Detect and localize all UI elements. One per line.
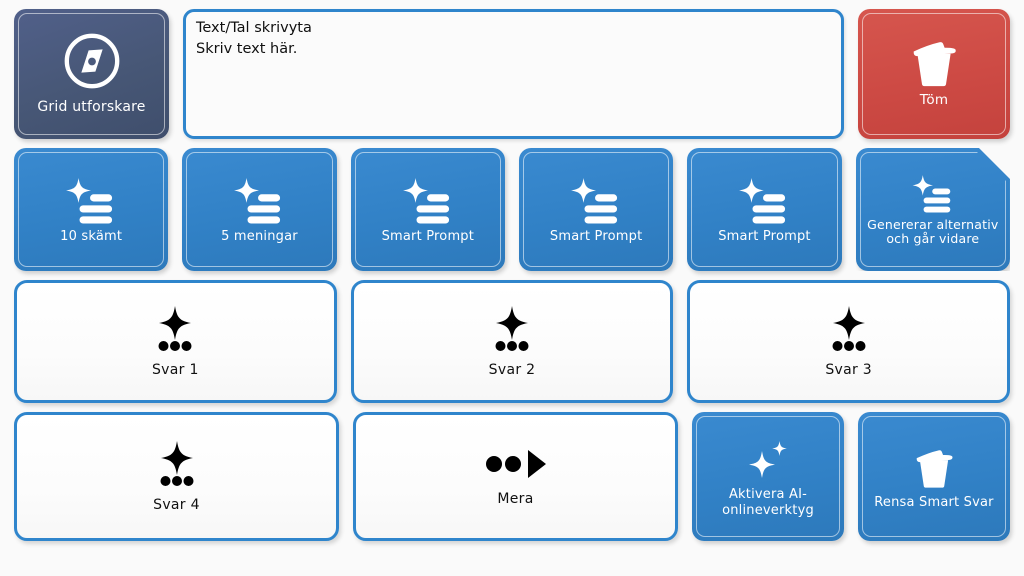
smart-prompt-icon bbox=[737, 177, 791, 224]
smart-prompt-icon bbox=[64, 177, 118, 224]
generate-alternatives-button[interactable]: Genererar alternativ och går vidare bbox=[856, 148, 1010, 271]
prompt-label-2: 5 meningar bbox=[221, 228, 298, 244]
more-button[interactable]: Mera bbox=[353, 412, 678, 541]
answer-card-2[interactable]: Svar 2 bbox=[350, 280, 674, 403]
star-dots-icon bbox=[144, 305, 206, 352]
prompt-label-4: Smart Prompt bbox=[549, 228, 643, 244]
clear-all-label: Töm bbox=[919, 91, 949, 108]
star-dots-icon bbox=[818, 305, 880, 352]
clear-smart-answers-button[interactable]: Rensa Smart Svar bbox=[858, 412, 1010, 541]
smart-prompt-icon bbox=[232, 177, 286, 224]
more-arrow-icon bbox=[483, 447, 549, 481]
answer-label-4: Svar 4 bbox=[153, 496, 200, 513]
smart-prompt-icon bbox=[401, 177, 455, 224]
trash-icon bbox=[908, 39, 960, 87]
grid-explorer-label: Grid utforskare bbox=[37, 98, 146, 115]
smart-prompt-icon bbox=[911, 175, 955, 213]
bottom-row: Svar 4 Mera Aktivera AI-onlineverktyg bbox=[14, 412, 1010, 541]
activate-ai-label: Aktivera AI-onlineverktyg bbox=[722, 487, 814, 518]
compass-icon bbox=[61, 30, 123, 92]
answer-card-1[interactable]: Svar 1 bbox=[14, 280, 337, 403]
generate-alternatives-label: Genererar alternativ och går vidare bbox=[867, 216, 999, 246]
text-speech-input[interactable]: Text/Tal skrivyta Skriv text här. bbox=[183, 9, 844, 139]
sparkles-icon bbox=[745, 439, 791, 481]
prompt-label-1: 10 skämt bbox=[60, 228, 123, 244]
smart-prompt-row: 10 skämt 5 meningar bbox=[14, 148, 1010, 271]
star-dots-icon bbox=[146, 440, 208, 487]
textarea-line-placeholder: Skriv text här. bbox=[196, 41, 298, 57]
trash-icon bbox=[912, 447, 956, 489]
top-row: Grid utforskare Text/Tal skrivyta Skriv … bbox=[14, 9, 1010, 139]
prompt-button-3[interactable]: Smart Prompt bbox=[350, 148, 505, 271]
answer-label-3: Svar 3 bbox=[825, 361, 873, 378]
smart-prompt-icon bbox=[569, 177, 623, 224]
prompt-button-1[interactable]: 10 skämt bbox=[14, 148, 169, 271]
prompt-label-5: Smart Prompt bbox=[718, 228, 811, 244]
clear-all-button[interactable]: Töm bbox=[858, 9, 1010, 139]
star-dots-icon bbox=[481, 305, 543, 352]
prompt-button-4[interactable]: Smart Prompt bbox=[518, 148, 674, 271]
prompt-button-5[interactable]: Smart Prompt bbox=[687, 148, 842, 271]
grid-explorer-button[interactable]: Grid utforskare bbox=[14, 9, 169, 139]
answer-row-1: Svar 1 Svar 2 bbox=[14, 280, 1011, 403]
clear-smart-label: Rensa Smart Svar bbox=[874, 494, 994, 510]
more-label: Mera bbox=[497, 490, 534, 507]
answer-label-1: Svar 1 bbox=[152, 361, 199, 378]
activate-ai-online-tools-button[interactable]: Aktivera AI-onlineverktyg bbox=[692, 412, 844, 541]
answer-label-2: Svar 2 bbox=[488, 361, 536, 378]
prompt-button-2[interactable]: 5 meningar bbox=[182, 148, 337, 271]
answer-card-4[interactable]: Svar 4 bbox=[14, 412, 339, 541]
textarea-line-title: Text/Tal skrivyta bbox=[196, 20, 312, 36]
prompt-label-3: Smart Prompt bbox=[381, 228, 475, 244]
answer-card-3[interactable]: Svar 3 bbox=[687, 280, 1011, 403]
